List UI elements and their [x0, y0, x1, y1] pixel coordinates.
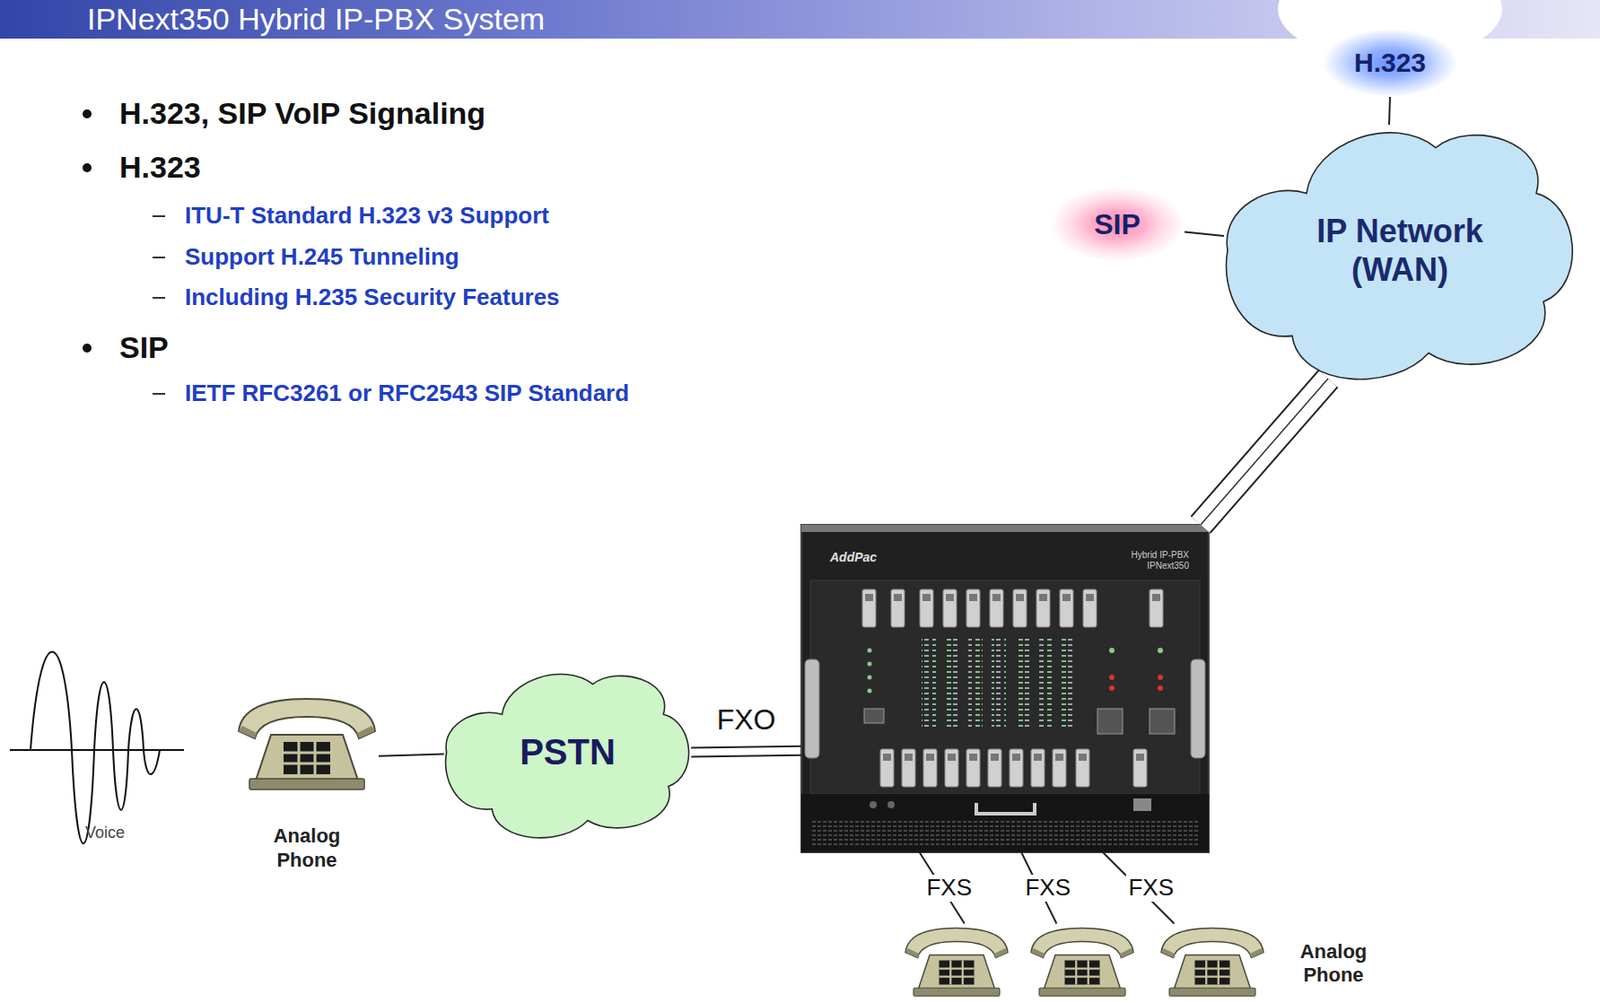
connector — [1389, 96, 1391, 125]
bullet-dash — [152, 393, 166, 396]
title-wrap: IPNext350 Hybrid IP-PBX System — [87, 0, 545, 39]
tube-body — [1200, 378, 1329, 525]
port-label: FXS — [926, 874, 972, 902]
cloud-outline — [1220, 107, 1580, 394]
connector — [1102, 852, 1175, 925]
wire-line — [1102, 852, 1175, 925]
label-wrap: Voice — [85, 822, 125, 843]
tube-core — [1200, 378, 1329, 525]
tube-outline — [1200, 378, 1329, 525]
node-text: PSTN — [519, 732, 616, 773]
phone-group: Analog Phone — [892, 915, 1405, 1001]
bullet-text: H.323 — [119, 148, 202, 186]
phone-icon — [238, 699, 376, 790]
bullet-text: SIP — [119, 329, 169, 367]
label-wrap: ITU-T Standard H.323 v3 Support — [184, 201, 550, 230]
wire-line — [1184, 231, 1225, 237]
port-label: FXO — [716, 702, 777, 736]
trunk-line — [690, 755, 802, 758]
wire-line — [378, 754, 445, 757]
connector — [1200, 378, 1329, 525]
pstn-cloud: PSTN — [441, 657, 694, 848]
label-wrap: H.323 — [119, 148, 202, 186]
cloud-shape — [1226, 132, 1574, 380]
connector — [690, 746, 802, 758]
node-text: Analog Phone — [257, 824, 357, 873]
label-wrap: SIP — [119, 329, 169, 367]
page-title: IPNext350 Hybrid IP-PBX System — [87, 0, 545, 39]
node-text: Analog Phone — [1284, 940, 1383, 988]
node-text: AddPac — [830, 550, 877, 565]
bullet-text: Including H.235 Security Features — [184, 283, 560, 312]
edge-label-wrap: FXS — [1125, 874, 1177, 902]
voice-waveform — [9, 652, 184, 845]
bullet-text: ITU-T Standard H.323 v3 Support — [184, 201, 550, 230]
edge-label-wrap: FXO — [714, 702, 779, 736]
network-cloud: IP Network (WAN) — [1220, 107, 1580, 394]
bullet-dash — [152, 256, 166, 260]
label-wrap: H.323, SIP VoIP Signaling — [119, 95, 486, 132]
bullet-dash — [152, 215, 166, 219]
node-text: SIP — [1093, 208, 1141, 242]
bullet-dash — [152, 297, 166, 300]
protocol-glow: SIP — [1049, 186, 1185, 263]
bullet-text: H.323, SIP VoIP Signaling — [119, 95, 486, 132]
pbx-device: AddPac Hybrid IP-PBX IPNext350 — [801, 524, 1209, 853]
label-wrap: Support H.245 Tunneling — [184, 243, 460, 272]
protocol-glow: H.323 — [1322, 28, 1458, 97]
bullet-text: Support H.245 Tunneling — [184, 243, 460, 272]
label-wrap: Including H.235 Security Features — [184, 283, 560, 312]
connector — [378, 754, 445, 757]
wire-line — [1389, 96, 1391, 125]
bullet-dot — [82, 109, 92, 119]
bullet-text: IETF RFC3261 or RFC2543 SIP Standard — [184, 379, 630, 408]
connector — [1184, 231, 1225, 237]
label-wrap: IETF RFC3261 or RFC2543 SIP Standard — [184, 379, 630, 408]
trunk-line — [690, 746, 802, 749]
cloud-shape — [445, 673, 690, 838]
phone-node: Analog Phone — [235, 693, 379, 878]
phone-icon — [1161, 928, 1264, 997]
node-text: H.323 — [1354, 47, 1426, 79]
port-label: FXS — [1127, 874, 1174, 902]
phone-icon — [1031, 928, 1134, 997]
node-text: IP Network (WAN) — [1287, 211, 1513, 289]
caption-label: Voice — [85, 822, 125, 843]
pbx-chassis — [801, 524, 1209, 853]
node-text: Hybrid IP-PBX IPNext350 — [1108, 550, 1190, 572]
bullet-dot — [82, 163, 92, 173]
edge-label-wrap: FXS — [923, 874, 975, 902]
phone-icon — [905, 928, 1008, 997]
bullet-dot — [82, 343, 92, 353]
port-label: FXS — [1024, 874, 1071, 902]
edge-label-wrap: FXS — [1022, 874, 1074, 902]
